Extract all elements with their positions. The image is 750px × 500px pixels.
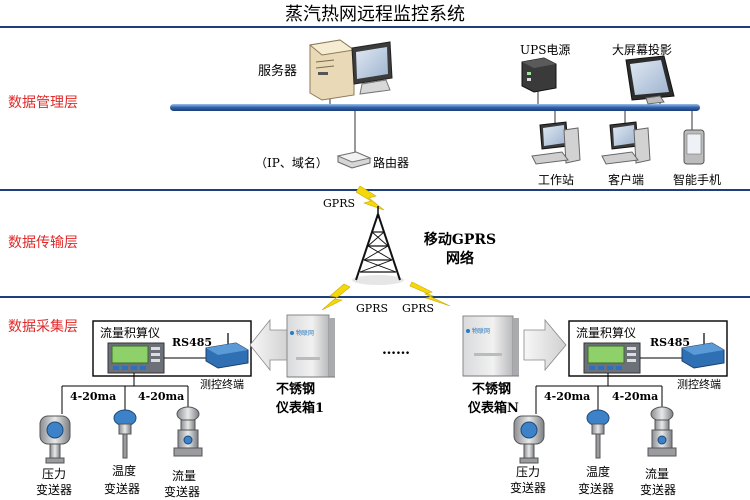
right-terminal-icon [681, 333, 725, 369]
tower-label-line2: 网络 [446, 250, 474, 267]
workstation-label: 工作站 [538, 173, 574, 187]
left-pressure-label-1: 压力 [42, 467, 66, 481]
left-cabinet-icon [286, 314, 335, 378]
server-icon [308, 39, 393, 104]
right-temperature-label-1: 温度 [586, 464, 610, 479]
right-flow-totalizer-icon [583, 342, 641, 374]
left-temperature-transmitter-icon [113, 409, 137, 459]
right-cabinet-icon [462, 315, 519, 377]
left-signal-label-b: 4-20ma [138, 390, 184, 403]
right-temperature-transmitter-icon [586, 409, 610, 459]
smartphone-icon [683, 111, 705, 165]
left-data-arrow [249, 318, 291, 372]
left-terminal-icon [205, 333, 249, 369]
right-flow-label-1: 流量 [645, 467, 669, 481]
left-pressure-label-2: 变送器 [36, 482, 72, 497]
layer-label-collection: 数据采集层 [8, 318, 78, 335]
left-flow-totalizer-icon [107, 342, 165, 374]
left-rs485-label: RS485 [172, 336, 212, 349]
left-pressure-transmitter-icon [39, 415, 71, 464]
left-temperature-label-1: 温度 [112, 463, 136, 478]
left-temperature-label-2: 变送器 [104, 481, 140, 496]
client-label: 客户端 [608, 172, 644, 187]
right-data-arrow [523, 318, 567, 372]
router-icon [336, 111, 372, 169]
gprs-label-left: GPRS [356, 302, 388, 315]
left-signal-label-a: 4-20ma [70, 390, 116, 403]
router-label: 路由器 [373, 155, 409, 170]
tower-label-line1: 移动GPRS [424, 231, 496, 248]
left-flow-transmitter-icon [173, 406, 203, 457]
network-bus [170, 104, 700, 111]
right-pressure-label-1: 压力 [516, 465, 540, 479]
right-temperature-label-2: 变送器 [578, 481, 614, 496]
right-signal-label-a: 4-20ma [544, 390, 590, 403]
ups-icon [521, 57, 557, 104]
gprs-label-top: GPRS [323, 197, 355, 210]
projector-screen-icon [625, 55, 675, 105]
workstation-icon [531, 111, 581, 165]
projector-label: 大屏幕投影 [612, 42, 672, 57]
right-flow-box-title: 流量积算仪 [576, 325, 636, 340]
smartphone-label: 智能手机 [673, 172, 721, 187]
gprs-lightning-right [409, 281, 451, 307]
right-pressure-transmitter-icon [513, 415, 545, 464]
gprs-lightning-left [321, 283, 351, 311]
left-cabinet-label-line2: 仪表箱1 [275, 400, 324, 416]
right-flow-transmitter-icon [647, 406, 677, 457]
gprs-lightning-top [355, 185, 385, 211]
client-icon [601, 111, 651, 165]
right-cabinet-brand: 物联网 [472, 327, 490, 335]
right-signal-label-b: 4-20ma [612, 390, 658, 403]
right-terminal-label: 测控终端 [677, 377, 721, 391]
left-cabinet-label-line1: 不锈钢 [276, 381, 315, 397]
right-rs485-label: RS485 [650, 336, 690, 349]
gprs-label-right: GPRS [402, 302, 434, 315]
router-address-note: （IP、域名） [255, 155, 328, 170]
ellipsis-marker: …… [382, 342, 410, 358]
left-flow-label-1: 流量 [172, 469, 196, 483]
left-flow-label-2: 变送器 [164, 484, 200, 499]
right-flow-label-2: 变送器 [640, 482, 676, 497]
right-cabinet-label-line2: 仪表箱N [467, 400, 519, 416]
right-cabinet-label-line1: 不锈钢 [472, 381, 511, 397]
diagram-title: 蒸汽热网远程监控系统 [285, 4, 465, 25]
layer-label-transmission: 数据传输层 [8, 235, 78, 251]
radio-tower-icon [352, 206, 404, 285]
left-terminal-label: 测控终端 [200, 377, 244, 391]
left-cabinet-brand: 物联网 [296, 329, 314, 337]
layer-label-management: 数据管理层 [8, 95, 78, 111]
left-flow-box-title: 流量积算仪 [100, 325, 160, 340]
ups-label: UPS电源 [520, 43, 570, 57]
right-pressure-label-2: 变送器 [510, 480, 546, 495]
server-label: 服务器 [258, 63, 297, 79]
